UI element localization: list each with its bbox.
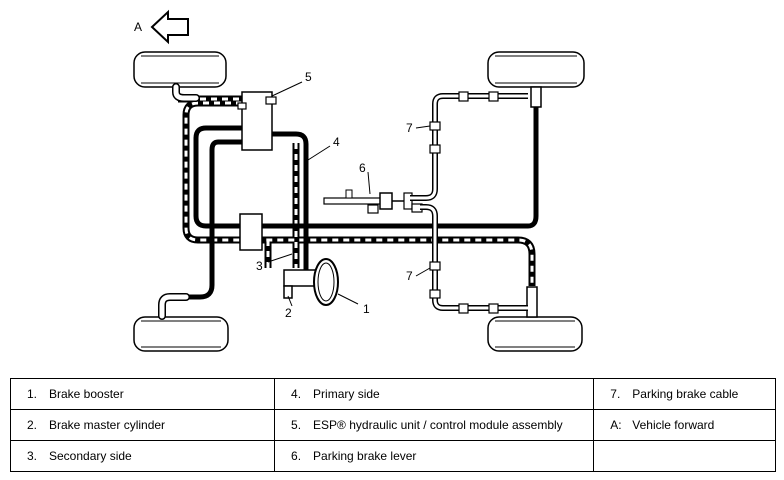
legend-label: Primary side [313, 387, 380, 401]
legend-label: Brake booster [49, 387, 124, 401]
junction-block [239, 213, 263, 251]
flex-hose-rear-right [526, 286, 538, 318]
legend-row: 3. Secondary side 6. Parking brake lever [9, 440, 776, 472]
callout-6: 6 [359, 161, 366, 175]
callout-1: 1 [363, 302, 370, 316]
callout-3: 3 [256, 259, 263, 273]
brake-master-cylinder [283, 269, 319, 299]
legend-table: 1. Brake booster 4. Primary side 7. Parking… [9, 378, 776, 472]
wheel-rear-left [133, 316, 229, 352]
flex-hose-front-right [530, 86, 542, 108]
legend-key: 3. [27, 449, 38, 463]
flex-hose-front-left [172, 83, 200, 102]
legend-row: 2. Brake master cylinder 5. ESP® hydraulic… [9, 409, 776, 441]
primary-brake-lines [182, 100, 539, 300]
legend-row: 1. Brake booster 4. Primary side 7. Parking… [9, 378, 776, 410]
wheel-front-left [133, 51, 227, 88]
callout-5: 5 [305, 70, 312, 84]
legend-cell: 1. Brake booster [9, 378, 276, 410]
legend-key: 4. [291, 387, 302, 401]
legend-cell: 3. Secondary side [9, 440, 276, 472]
legend-label: Brake master cylinder [49, 418, 166, 432]
legend-label: Parking brake cable [632, 387, 739, 401]
legend-cell: 2. Brake master cylinder [9, 409, 276, 441]
legend-label: ESP® hydraulic unit / control module ass… [313, 418, 563, 432]
parking-brake-lever [323, 189, 423, 214]
callout-2: 2 [285, 306, 292, 320]
legend-key: 2. [27, 418, 38, 432]
legend-label: Vehicle forward [632, 418, 715, 432]
legend-cell: 7. Parking brake cable [593, 378, 776, 410]
parking-brake-cable-rear [420, 204, 528, 314]
brake-system-diagram: A [133, 9, 585, 352]
legend-label: Parking brake lever [313, 449, 417, 463]
callout-leaders [267, 81, 431, 307]
wheel-front-right [487, 51, 585, 88]
legend-key: 1. [27, 387, 38, 401]
callout-7-front: 7 [406, 121, 413, 135]
legend-key: 5. [291, 418, 302, 432]
legend-key: 7. [610, 387, 621, 401]
legend-cell [593, 440, 776, 472]
wheel-rear-right [487, 316, 583, 352]
flex-hose-rear-left [158, 293, 190, 320]
legend-key: 6. [291, 449, 302, 463]
callout-4: 4 [333, 135, 340, 149]
legend-cell: 5. ESP® hydraulic unit / control module a… [274, 409, 595, 441]
brake-booster [313, 258, 339, 306]
legend-label: Secondary side [49, 449, 132, 463]
legend-cell: 4. Primary side [274, 378, 595, 410]
callout-7-rear: 7 [406, 269, 413, 283]
callout-a: A [134, 20, 142, 34]
parking-brake-cable-front [410, 91, 528, 201]
legend-cell: A: Vehicle forward [593, 409, 776, 441]
legend-key: A: [610, 418, 622, 432]
vehicle-forward-arrow [150, 9, 189, 45]
legend-cell: 6. Parking brake lever [274, 440, 595, 472]
esp-hydraulic-unit [237, 91, 277, 151]
